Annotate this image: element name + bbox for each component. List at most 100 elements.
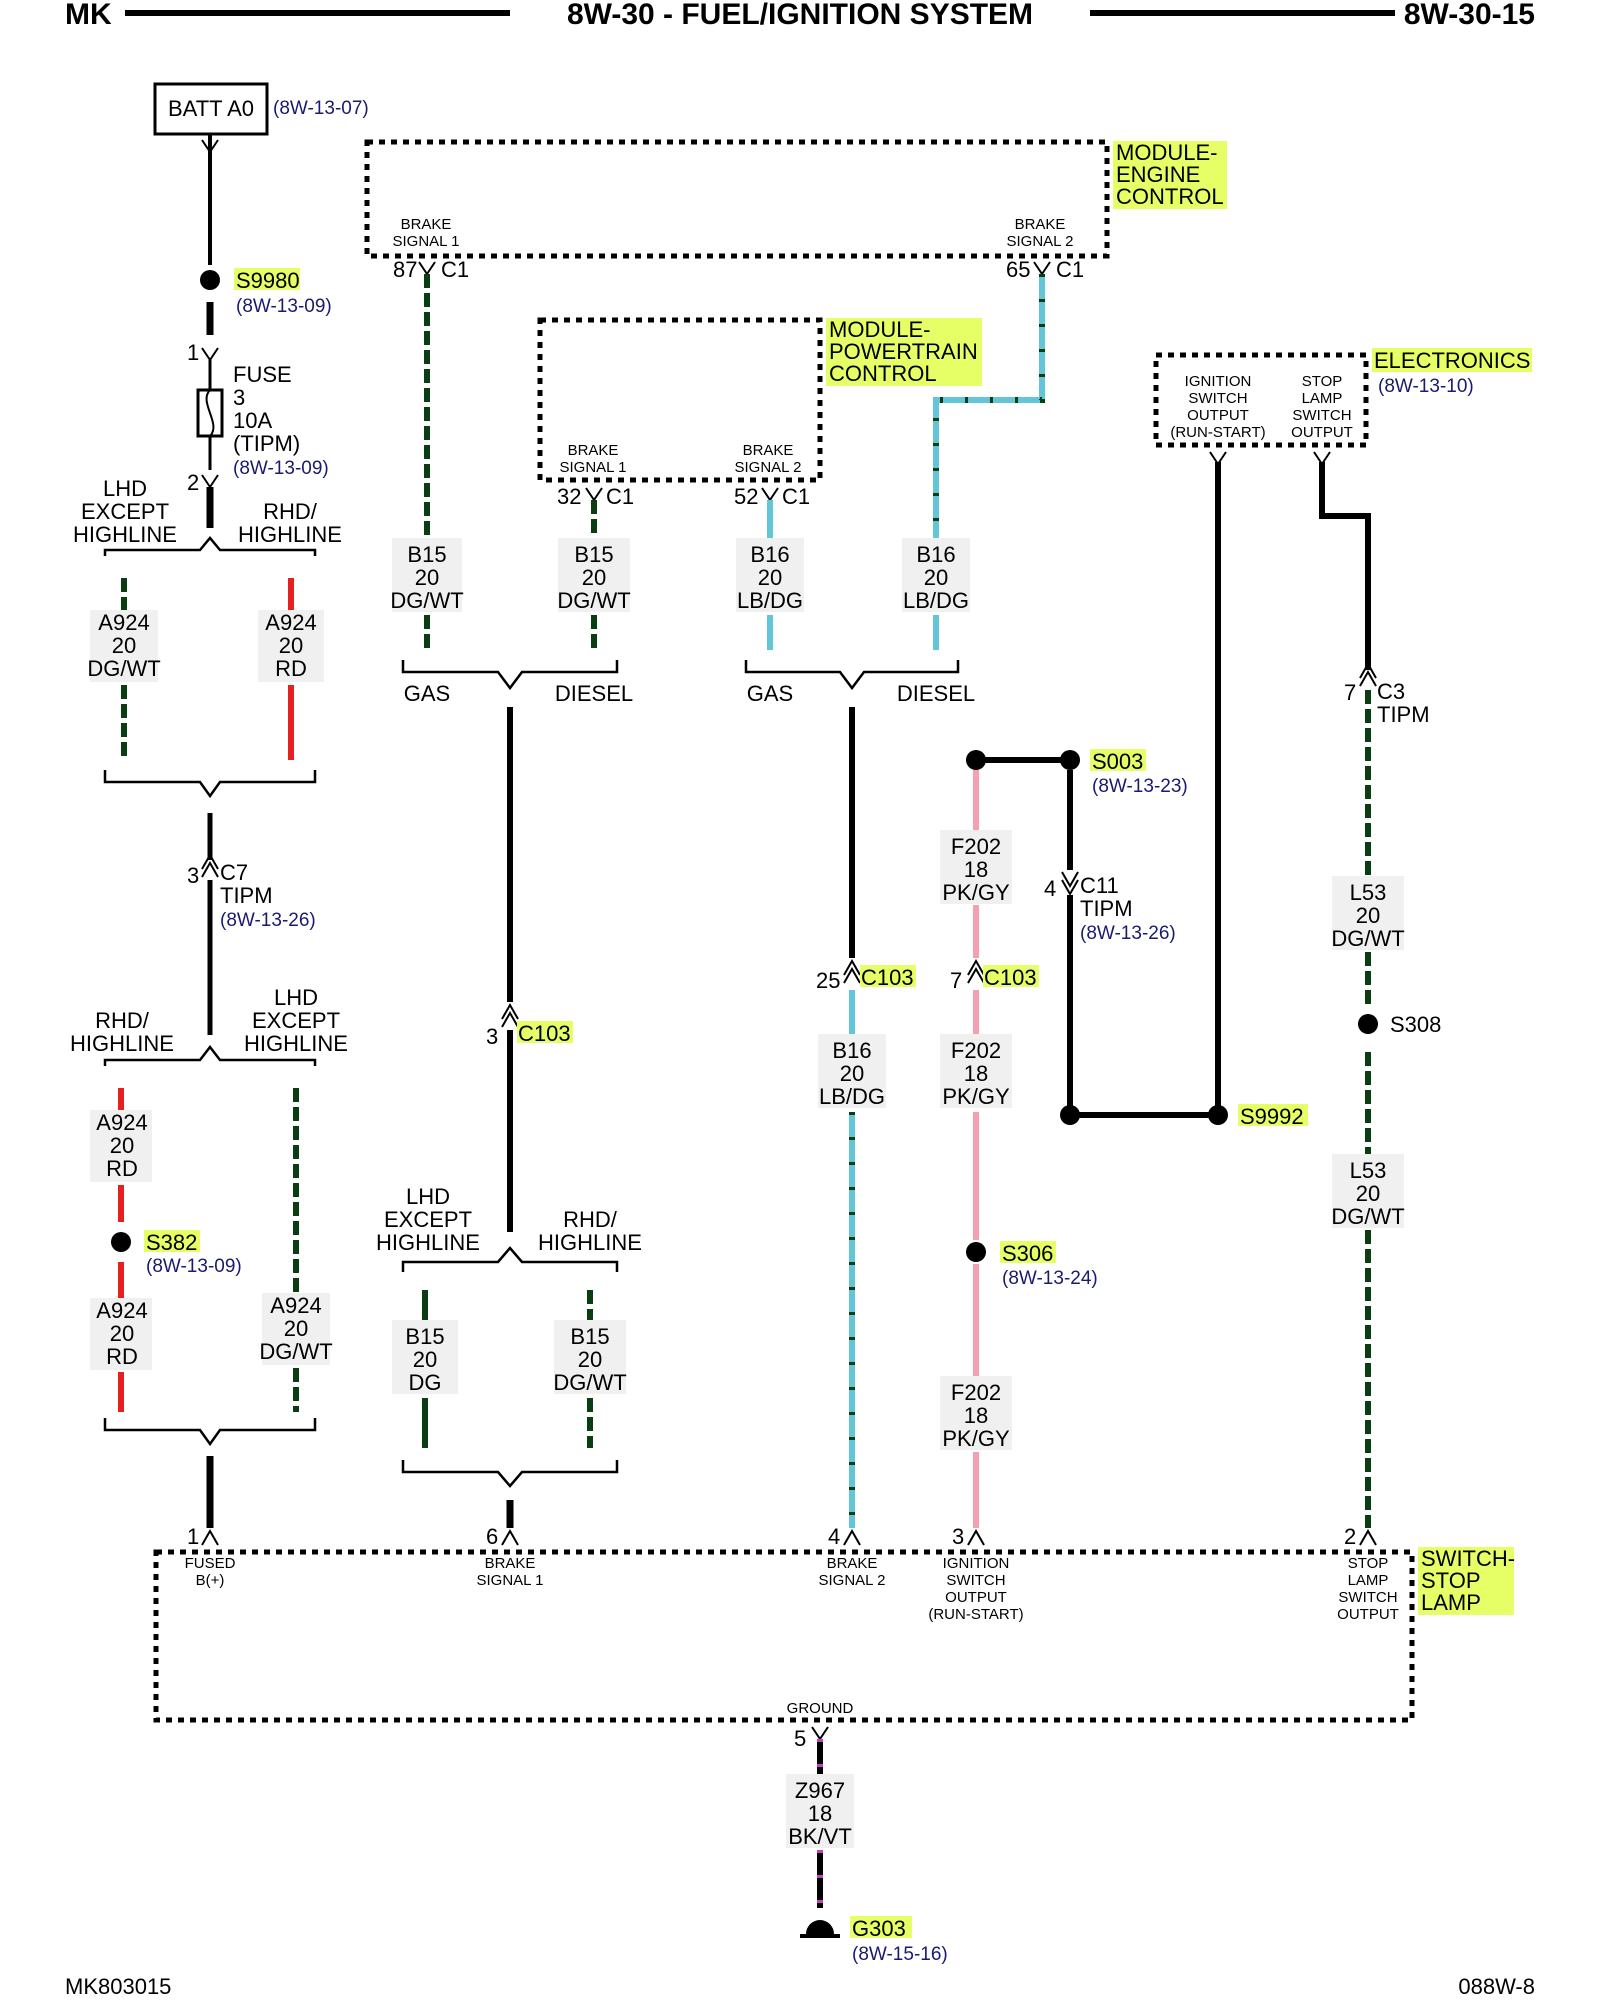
wire-a924-rd-1a: A924 bbox=[265, 610, 316, 635]
splice-s382 bbox=[111, 1232, 131, 1252]
c103b-name: C103 bbox=[861, 965, 914, 990]
sw-p4-num: 4 bbox=[828, 1524, 840, 1549]
ecm-pin1-b: SIGNAL 1 bbox=[393, 233, 460, 250]
wire-f202-3c: PK/GY bbox=[942, 1426, 1010, 1451]
c3-pin: 7 bbox=[1344, 680, 1356, 705]
wire-b16-2c: LB/DG bbox=[737, 588, 803, 613]
fuse-ref: (8W-13-09) bbox=[233, 458, 329, 479]
ecm-pin1-a: BRAKE bbox=[401, 216, 452, 233]
elec-pin1-d: (RUN-START) bbox=[1170, 424, 1265, 441]
s003-ref: (8W-13-23) bbox=[1092, 776, 1188, 797]
wire-a924-rd-2a: A924 bbox=[96, 1110, 147, 1135]
batt-ref: (8W-13-07) bbox=[273, 98, 369, 119]
electronics-ref: (8W-13-10) bbox=[1378, 376, 1474, 397]
wire-b15-4c: DG/WT bbox=[553, 1370, 626, 1395]
pcm-pin1-b: SIGNAL 1 bbox=[560, 459, 627, 476]
fuse-text-4: (TIPM) bbox=[233, 431, 300, 456]
electronics-box bbox=[1153, 352, 1369, 448]
splice-s003-right bbox=[1060, 750, 1080, 770]
wire-f202-3a: F202 bbox=[951, 1380, 1001, 1405]
wire-f202-1a: F202 bbox=[951, 834, 1001, 859]
diesel-label-1: DIESEL bbox=[555, 681, 633, 706]
wire-l53-1a: L53 bbox=[1350, 880, 1387, 905]
s382-ref: (8W-13-09) bbox=[146, 1256, 242, 1277]
sw-p2-c: SWITCH bbox=[1338, 1589, 1397, 1606]
fuse-text-3: 10A bbox=[233, 408, 272, 433]
c7-name: C7 bbox=[220, 860, 248, 885]
page-number: 8W-30-15 bbox=[1404, 0, 1535, 31]
elec-pin1-a: IGNITION bbox=[1185, 373, 1252, 390]
electronics-name: ELECTRONICS bbox=[1374, 348, 1530, 373]
g303-label: G303 bbox=[852, 1916, 906, 1941]
switch-name-2: STOP bbox=[1421, 1568, 1481, 1593]
sw-p6-b: SIGNAL 1 bbox=[477, 1572, 544, 1589]
footer-right: 088W-8 bbox=[1458, 1974, 1535, 1999]
sw-p4-a: BRAKE bbox=[827, 1555, 878, 1572]
pcm-name-3: CONTROL bbox=[829, 361, 937, 386]
branch-rhd-3b: HIGHLINE bbox=[538, 1230, 642, 1255]
wire-b15-2a: B15 bbox=[574, 542, 613, 567]
pcm-name-2: POWERTRAIN bbox=[829, 339, 978, 364]
wire-b15-3c: DG bbox=[409, 1370, 442, 1395]
ecm-name-3: CONTROL bbox=[1116, 184, 1224, 209]
splice-s306 bbox=[966, 1242, 986, 1262]
page-title: 8W-30 - FUEL/IGNITION SYSTEM bbox=[567, 0, 1033, 31]
s9992-label: S9992 bbox=[1240, 1104, 1304, 1129]
c103a-pin: 3 bbox=[486, 1024, 498, 1049]
pcm-name-1: MODULE- bbox=[829, 317, 930, 342]
elec-pin2-d: OUTPUT bbox=[1291, 424, 1353, 441]
pcm-pin2-num: 52 bbox=[734, 484, 758, 509]
pcm-box bbox=[537, 317, 823, 483]
s003-label: S003 bbox=[1092, 749, 1143, 774]
wire-b15-2b: 20 bbox=[582, 565, 606, 590]
sw-p3-c: OUTPUT bbox=[945, 1589, 1007, 1606]
c11-name: C11 bbox=[1080, 873, 1119, 898]
c7-pin: 3 bbox=[187, 863, 199, 888]
wire-b16-3c: LB/DG bbox=[819, 1084, 885, 1109]
batt-box bbox=[153, 82, 269, 136]
pcm-pin2-b: SIGNAL 2 bbox=[735, 459, 802, 476]
wire-b16-2b: 20 bbox=[758, 565, 782, 590]
sw-p2-b: LAMP bbox=[1348, 1572, 1389, 1589]
branch-rhd-1a: RHD/ bbox=[263, 499, 318, 524]
sw-p6-num: 6 bbox=[486, 1524, 498, 1549]
sw-ground-label: GROUND bbox=[787, 1700, 854, 1717]
branch-lhd-1a: LHD bbox=[103, 476, 147, 501]
sw-p5-num: 5 bbox=[794, 1726, 806, 1751]
wire-b16-1a: B16 bbox=[916, 542, 955, 567]
branch-lhd-2c: HIGHLINE bbox=[244, 1031, 348, 1056]
wire-a924-dgwt-1b: 20 bbox=[112, 633, 136, 658]
wire-a924-dgwt-2a: A924 bbox=[270, 1293, 321, 1318]
fuse-text-1: FUSE bbox=[233, 362, 292, 387]
c103a-name: C103 bbox=[518, 1021, 571, 1046]
sw-p2-a: STOP bbox=[1348, 1555, 1389, 1572]
pcm-pin2-conn: C1 bbox=[782, 484, 810, 509]
wire-l53-2b: 20 bbox=[1356, 1181, 1380, 1206]
s382-label: S382 bbox=[146, 1230, 197, 1255]
wire-b15-4a: B15 bbox=[570, 1324, 609, 1349]
sw-p4-b: SIGNAL 2 bbox=[819, 1572, 886, 1589]
sw-p2-num: 2 bbox=[1344, 1524, 1356, 1549]
branch-rhd-2b: HIGHLINE bbox=[70, 1031, 174, 1056]
c3-name: C3 bbox=[1377, 679, 1405, 704]
branch-lhd-3c: HIGHLINE bbox=[376, 1230, 480, 1255]
pcm-pin1-num: 32 bbox=[557, 484, 581, 509]
sw-p2-d: OUTPUT bbox=[1337, 1606, 1399, 1623]
wire-f202-3b: 18 bbox=[964, 1403, 988, 1428]
pcm-pin1-conn: C1 bbox=[606, 484, 634, 509]
batt-label: BATT A0 bbox=[168, 96, 254, 121]
s306-ref: (8W-13-24) bbox=[1002, 1268, 1098, 1289]
ecm-pin1-conn: C1 bbox=[441, 257, 469, 282]
wire-b15-4b: 20 bbox=[578, 1347, 602, 1372]
wire-b16-1b: 20 bbox=[924, 565, 948, 590]
elec-pin2-b: LAMP bbox=[1302, 390, 1343, 407]
ecm-pin2-a: BRAKE bbox=[1015, 216, 1066, 233]
sw-p6-a: BRAKE bbox=[485, 1555, 536, 1572]
footer-left: MK803015 bbox=[65, 1974, 171, 1999]
branch-rhd-1b: HIGHLINE bbox=[238, 522, 342, 547]
branch-lhd-1c: HIGHLINE bbox=[73, 522, 177, 547]
fuse-text-2: 3 bbox=[233, 385, 245, 410]
sw-p1-num: 1 bbox=[187, 1524, 199, 1549]
